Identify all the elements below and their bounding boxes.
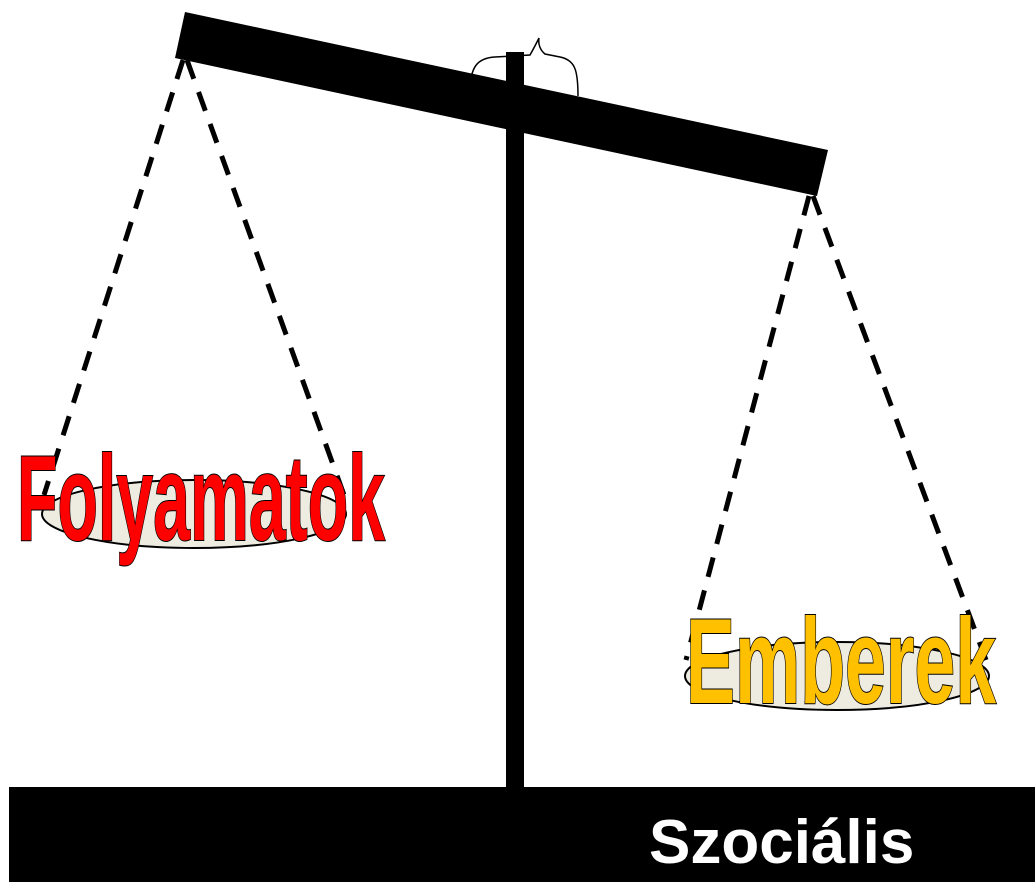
left-pan-label: Folyamatok [17, 430, 385, 566]
left-pan-chains [41, 59, 347, 496]
scale-post [506, 52, 524, 792]
base-label: Szociális [649, 808, 914, 877]
scale-beam [175, 12, 828, 196]
left-pan [41, 479, 347, 549]
scale-base [9, 787, 1035, 882]
right-pan [684, 641, 990, 711]
pivot-brace [469, 37, 579, 97]
right-pan-chains [683, 195, 989, 661]
right-pan-label: Emberek [686, 593, 996, 729]
